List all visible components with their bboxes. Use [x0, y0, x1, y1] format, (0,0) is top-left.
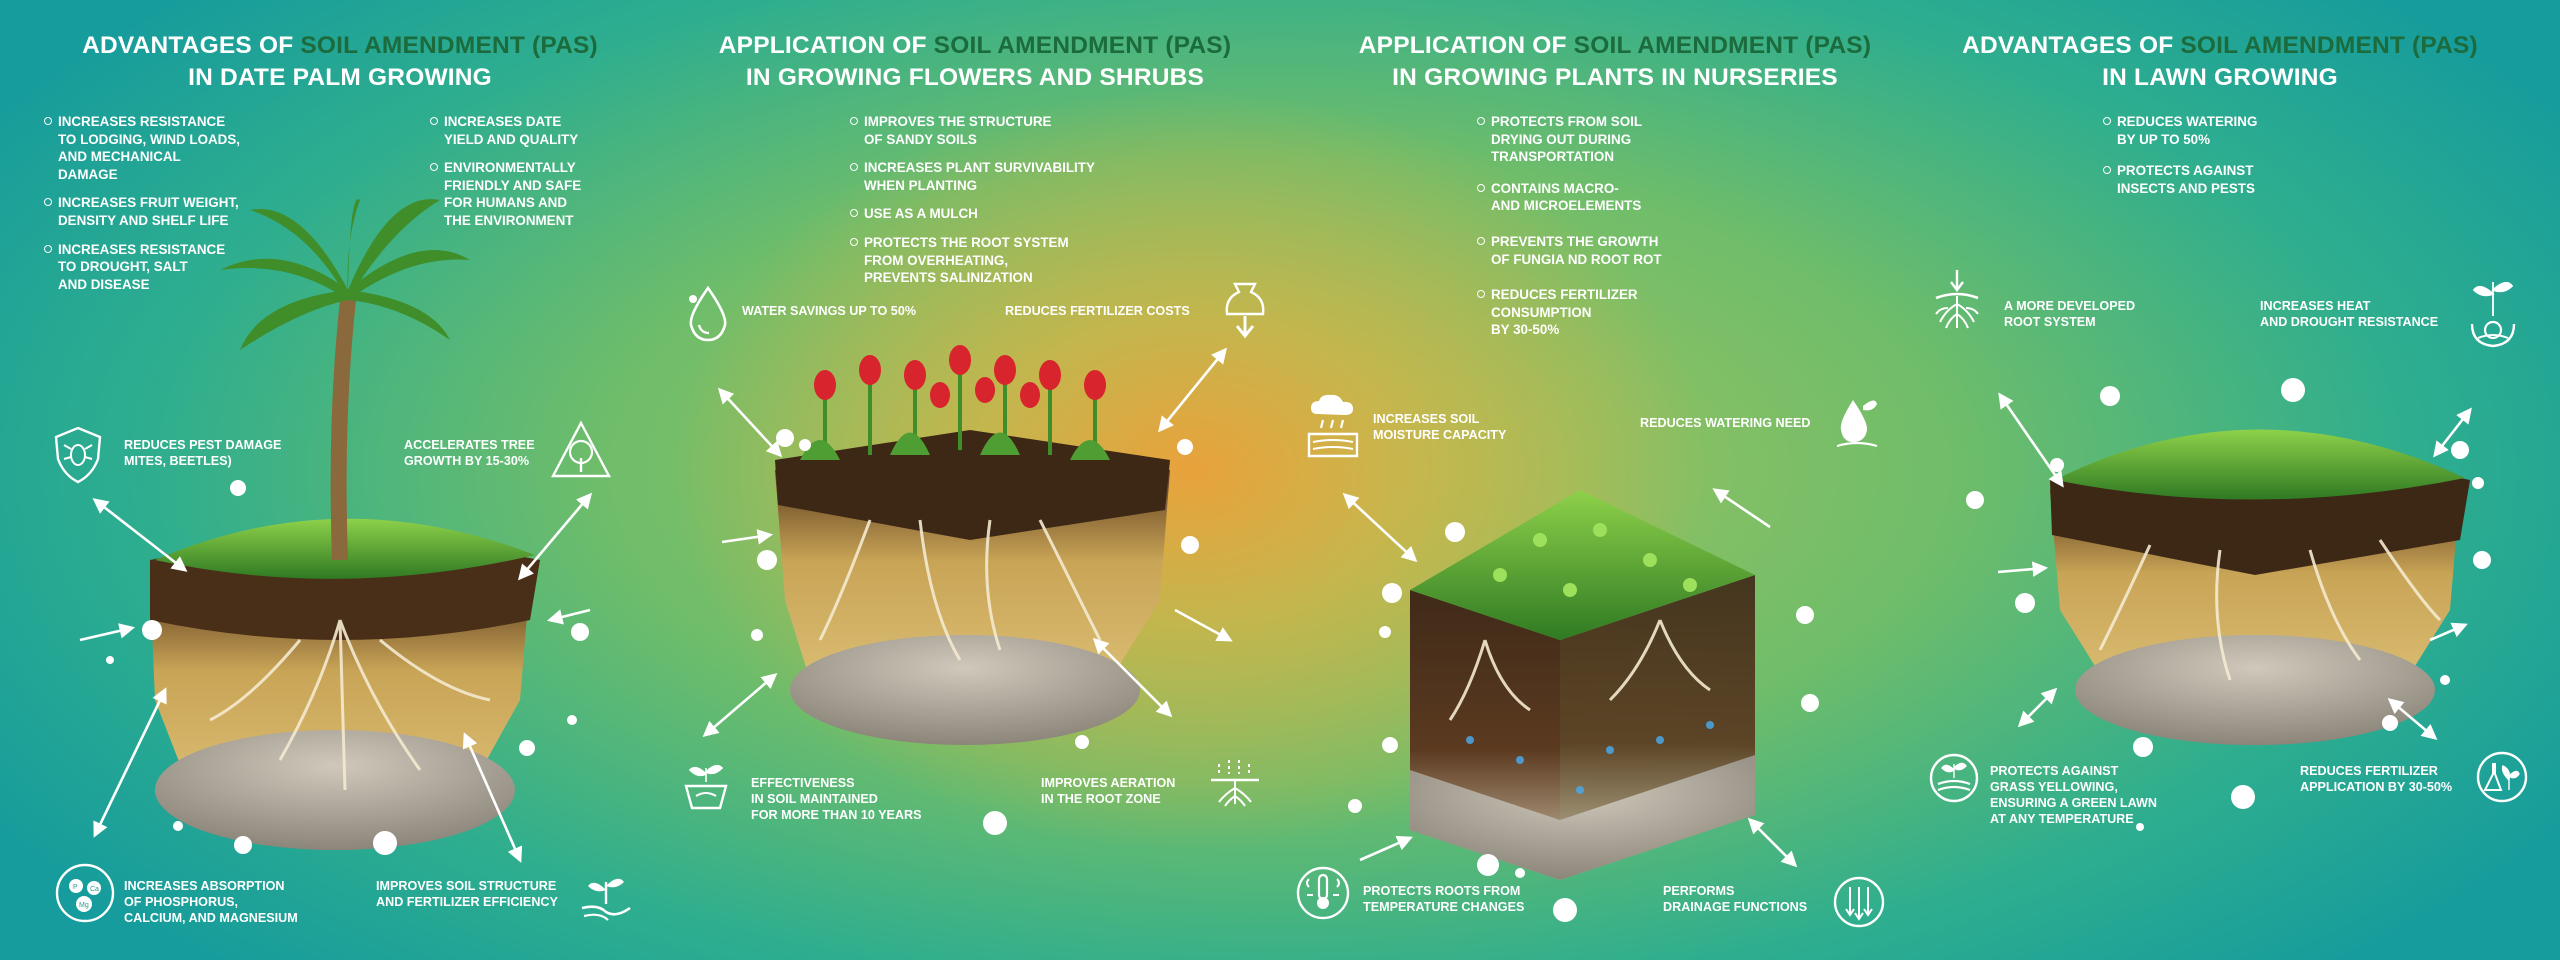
bullet-item: REDUCES FERTILIZER CONSUMPTION BY 30-50%: [1477, 286, 1737, 339]
bullet-item: PREVENTS THE GROWTH OF FUNGIA ND ROOT RO…: [1477, 233, 1737, 268]
green-lawn-icon: [1928, 752, 1980, 804]
feature-label: REDUCES FERTILIZER APPLICATION BY 30-50%: [2300, 764, 2453, 794]
feature-label: PERFORMS DRAINAGE FUNCTIONS: [1663, 884, 1808, 914]
bullet-item: PROTECTS THE ROOT SYSTEM FROM OVERHEATIN…: [850, 234, 1170, 287]
bullet-list: PROTECTS FROM SOIL DRYING OUT DURING TRA…: [1477, 113, 1737, 350]
date-palm-tree: [220, 199, 470, 561]
hand-plant-icon: [578, 868, 634, 924]
bullet-item: USE AS A MULCH: [850, 205, 1170, 223]
title-line2: IN DATE PALM GROWING: [188, 64, 492, 91]
bullet-item: PROTECTS AGAINST INSECTS AND PESTS: [2103, 162, 2343, 197]
bullet-item: PROTECTS FROM SOIL DRYING OUT DURING TRA…: [1477, 113, 1737, 166]
feature-label: REDUCES FERTILIZER COSTS: [1005, 304, 1190, 318]
feature-label: WATER SAVINGS UP TO 50%: [742, 304, 917, 318]
flower-soil-block: [775, 345, 1170, 745]
bullet-list: REDUCES WATERING BY UP TO 50% PROTECTS A…: [2103, 113, 2343, 208]
bug-shield-icon: [52, 425, 104, 485]
feature-label: PROTECTS ROOTS FROM TEMPERATURE CHANGES: [1363, 884, 1525, 914]
title-prefix: ADVANTAGES OF: [82, 32, 301, 59]
feature-label: INCREASES HEAT AND DROUGHT RESISTANCE: [2260, 299, 2439, 329]
feature-label: A MORE DEVELOPED ROOT SYSTEM: [2004, 299, 2136, 329]
panel-title: APPLICATION OF SOIL AMENDMENT (PAS) IN G…: [655, 30, 1295, 94]
feature-label: REDUCES PEST DAMAGE MITES, BEETLES): [124, 438, 282, 468]
nursery-soil-cube: [1410, 490, 1755, 880]
panel-date-palm: ADVANTAGES OF SOIL AMENDMENT (PAS) IN DA…: [20, 0, 660, 960]
sun-plant-icon: [2468, 272, 2518, 352]
bullet-item: INCREASES RESISTANCE TO DROUGHT, SALT AN…: [44, 241, 294, 294]
bullet-item: INCREASES FRUIT WEIGHT, DENSITY AND SHEL…: [44, 194, 294, 229]
title-line2: IN LAWN GROWING: [2102, 64, 2338, 91]
bullet-item: ENVIRONMENTALLY FRIENDLY AND SAFE FOR HU…: [430, 159, 630, 229]
feature-label: IMPROVES SOIL STRUCTURE AND FERTILIZER E…: [376, 879, 558, 909]
title-prefix: APPLICATION OF: [718, 32, 934, 59]
arrows: [79, 347, 2472, 868]
panel-title: ADVANTAGES OF SOIL AMENDMENT (PAS) IN DA…: [20, 30, 660, 94]
feature-label: INCREASES ABSORPTION OF PHOSPHORUS, CALC…: [124, 879, 298, 925]
root-system-icon: [1930, 268, 1984, 332]
title-highlight: SOIL AMENDMENT (PAS): [933, 32, 1232, 59]
bullet-item: INCREASES PLANT SURVIVABILITY WHEN PLANT…: [850, 159, 1170, 194]
water-drop-icon: [685, 285, 731, 343]
bullet-item: REDUCES WATERING BY UP TO 50%: [2103, 113, 2343, 148]
feature-label: IMPROVES AERATION IN THE ROOT ZONE: [1041, 776, 1176, 806]
thermometer-icon: [1295, 865, 1351, 921]
panel-nurseries: APPLICATION OF SOIL AMENDMENT (PAS) IN G…: [1295, 0, 1935, 960]
bullet-list-right: INCREASES DATE YIELD AND QUALITY ENVIRON…: [430, 113, 630, 241]
seedling-box-icon: [680, 762, 732, 812]
feature-label: EFFECTIVENESS IN SOIL MAINTAINED FOR MOR…: [751, 776, 922, 822]
bullet-item: INCREASES DATE YIELD AND QUALITY: [430, 113, 630, 148]
title-prefix: ADVANTAGES OF: [1962, 32, 2181, 59]
bullet-item: IMPROVES THE STRUCTURE OF SANDY SOILS: [850, 113, 1170, 148]
title-line2: IN GROWING FLOWERS AND SHRUBS: [745, 64, 1205, 91]
bullet-list: IMPROVES THE STRUCTURE OF SANDY SOILS IN…: [850, 113, 1170, 298]
decorative-dots: [106, 378, 2491, 922]
feature-label: REDUCES WATERING NEED: [1640, 416, 1811, 430]
leaf-flask-icon: [2475, 750, 2529, 804]
drainage-icon: [1832, 875, 1886, 929]
panel-title: APPLICATION OF SOIL AMENDMENT (PAS) IN G…: [1295, 30, 1935, 94]
panel-flowers-shrubs: APPLICATION OF SOIL AMENDMENT (PAS) IN G…: [655, 0, 1295, 960]
fertilizer-bag-icon: [1223, 280, 1267, 340]
title-highlight: SOIL AMENDMENT (PAS): [2180, 32, 2478, 59]
lawn-soil-block: [2050, 429, 2470, 745]
rain-soil-icon: [1305, 392, 1361, 462]
tree-triangle-icon: [550, 420, 612, 480]
feature-label: INCREASES SOIL MOISTURE CAPACITY: [1373, 412, 1507, 442]
title-prefix: APPLICATION OF: [1358, 32, 1574, 59]
title-highlight: SOIL AMENDMENT (PAS): [1573, 32, 1872, 59]
bullet-item: CONTAINS MACRO- AND MICROELEMENTS: [1477, 180, 1737, 215]
svg-text:P: P: [73, 884, 78, 891]
svg-text:Ca: Ca: [90, 886, 99, 893]
feature-label: ACCELERATES TREE GROWTH BY 15-30%: [404, 438, 535, 468]
drop-leaf-icon: [1835, 392, 1879, 448]
title-highlight: SOIL AMENDMENT (PAS): [300, 32, 598, 59]
feature-label: PROTECTS AGAINST GRASS YELLOWING, ENSURI…: [1990, 764, 2157, 826]
svg-text:Mg: Mg: [79, 902, 89, 909]
bullet-item: INCREASES RESISTANCE TO LODGING, WIND LO…: [44, 113, 294, 183]
title-line2: IN GROWING PLANTS IN NURSERIES: [1392, 64, 1838, 91]
roots-aeration-icon: [1205, 758, 1265, 808]
bullet-list-left: INCREASES RESISTANCE TO LODGING, WIND LO…: [44, 113, 294, 304]
panel-title: ADVANTAGES OF SOIL AMENDMENT (PAS) IN LA…: [1900, 30, 2540, 94]
panel-lawn: ADVANTAGES OF SOIL AMENDMENT (PAS) IN LA…: [1900, 0, 2540, 960]
